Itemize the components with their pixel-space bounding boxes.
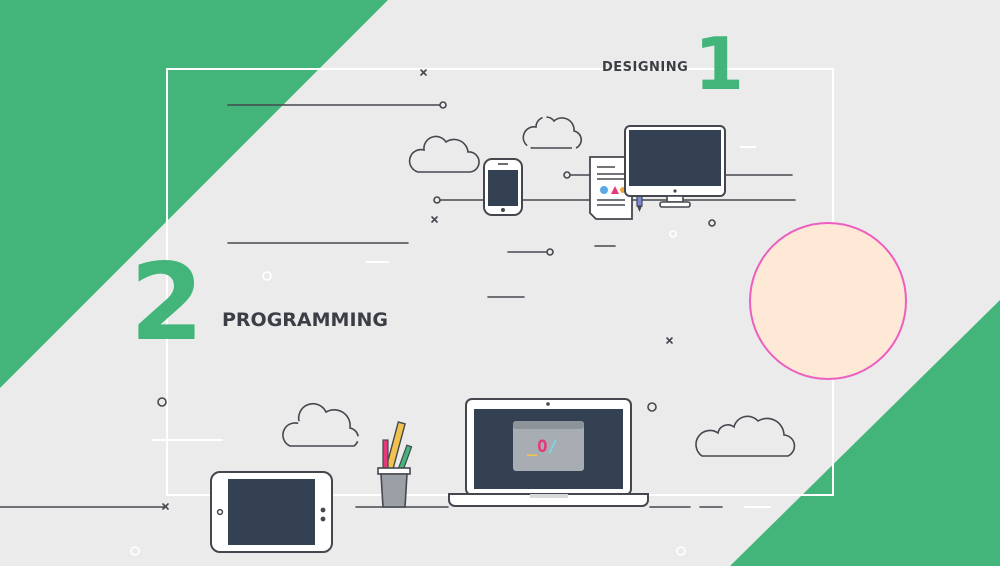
cross-icon: [162, 69, 673, 510]
step-number-1: 1: [694, 22, 745, 106]
cloud-icon: [695, 415, 796, 457]
tablet-icon: [210, 471, 333, 553]
cloud-icon: [522, 116, 582, 149]
step-number-2: 2: [130, 241, 204, 364]
white-dash-lines: [152, 261, 771, 508]
ring-decorations: [130, 219, 716, 556]
code-symbol: _O/: [527, 437, 558, 457]
monitor-icon: [624, 125, 756, 208]
laptop-icon: [448, 398, 649, 507]
code-circle: O: [537, 437, 548, 457]
smartphone-icon: [483, 158, 523, 216]
pencil-cup-icon: [377, 421, 413, 508]
green-corner-bottom-right: [730, 300, 1000, 566]
code-slash: /: [547, 437, 558, 457]
designing-label: DESIGNING: [602, 60, 689, 75]
green-corner-top-left: [0, 0, 388, 388]
cloud-icon: [408, 135, 480, 173]
code-underscore: _: [527, 437, 538, 457]
peach-circle: [749, 222, 907, 380]
cloud-icon: [282, 402, 359, 447]
programming-label: PROGRAMMING: [222, 309, 389, 331]
